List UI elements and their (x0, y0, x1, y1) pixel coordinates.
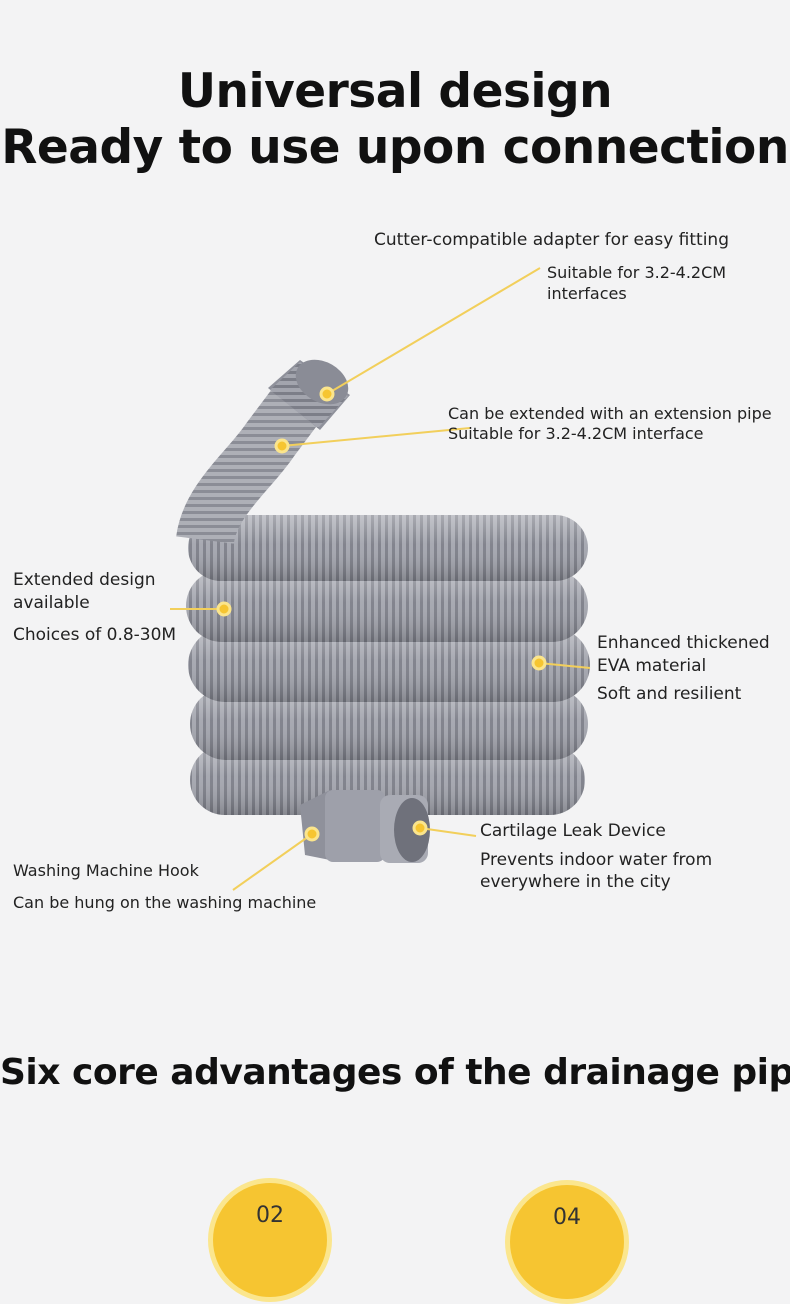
eva-sub: Soft and resilient (597, 684, 742, 704)
extended-line-2: available (13, 593, 90, 613)
leak-line-2: everywhere in the city (480, 872, 671, 892)
extension-line-1: Can be extended with an extension pipe (448, 404, 772, 423)
extension-line-2: Suitable for 3.2-4.2CM interface (448, 424, 704, 443)
bottom-connector (300, 790, 430, 863)
headline-line-2: Ready to use upon connection (1, 120, 789, 175)
headline-line-1: Universal design (177, 64, 613, 119)
advantage-badge-04: 04 (505, 1180, 629, 1304)
eva-line-2: EVA material (597, 656, 707, 676)
section-title: Six core advantages of the drainage pipe (0, 1052, 790, 1093)
hose-illustration (170, 267, 591, 891)
hook-title: Washing Machine Hook (13, 861, 199, 880)
eva-line-1: Enhanced thickened (597, 633, 770, 653)
leader-lines (170, 267, 591, 891)
top-adapter (268, 359, 350, 430)
advantage-badge-02: 02 (208, 1178, 332, 1302)
hose-coils (186, 515, 590, 815)
adapter-title: Cutter-compatible adapter for easy fitti… (374, 230, 729, 250)
adapter-line-1: Suitable for 3.2-4.2CM (547, 263, 727, 282)
hook-sub: Can be hung on the washing machine (13, 893, 317, 912)
leak-title: Cartilage Leak Device (480, 821, 666, 841)
leak-line-1: Prevents indoor water from (480, 850, 713, 870)
extended-sub: Choices of 0.8-30M (13, 625, 177, 645)
adapter-line-2: interfaces (547, 284, 627, 303)
callout-dots (216, 386, 547, 842)
extended-line-1: Extended design (13, 570, 156, 590)
